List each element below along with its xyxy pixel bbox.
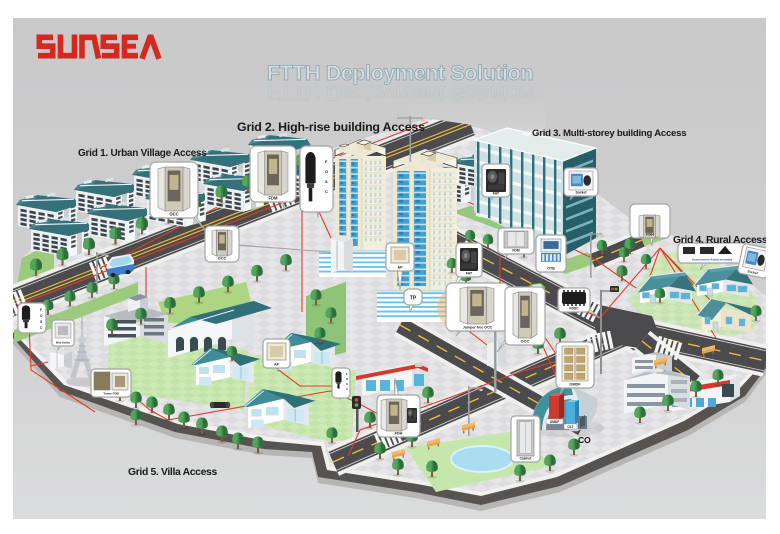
svg-text:OCC: OCC (169, 212, 178, 217)
svg-text:Jumper free OCC: Jumper free OCC (463, 326, 493, 330)
svg-text:FDH: FDH (395, 432, 403, 436)
svg-text:FDM: FDM (268, 196, 278, 201)
svg-text:FTTH Deployment Solution: FTTH Deployment Solution (267, 61, 533, 85)
svg-text:CO: CO (578, 435, 591, 445)
svg-text:TP: TP (410, 296, 417, 302)
svg-text:OMDF: OMDF (550, 420, 559, 424)
svg-text:F: F (346, 372, 348, 376)
svg-text:AP: AP (274, 363, 280, 367)
svg-text:C: C (325, 189, 328, 194)
svg-text:Grid 2. High-rise building Acc: Grid 2. High-rise building Access (237, 120, 425, 134)
svg-text:Grid 4. Rural Access: Grid 4. Rural Access (673, 235, 768, 246)
svg-text:FDSC: FDSC (569, 307, 579, 311)
svg-text:C: C (40, 326, 43, 330)
svg-text:OTB: OTB (547, 267, 555, 271)
svg-text:Socket: Socket (747, 269, 759, 275)
svg-text:S: S (40, 320, 42, 324)
svg-text:Cabinet: Cabinet (520, 457, 533, 461)
svg-text:FAT: FAT (493, 192, 500, 196)
svg-text:F: F (325, 159, 328, 164)
svg-text:Grid 1. Urban Village Access: Grid 1. Urban Village Access (78, 148, 207, 159)
svg-text:Accessories Aerial mounted: Accessories Aerial mounted (692, 258, 732, 262)
svg-text:O: O (325, 169, 328, 174)
svg-text:FDM: FDM (512, 249, 520, 253)
svg-text:AP: AP (398, 266, 404, 270)
svg-text:F: F (40, 308, 42, 312)
svg-text:O: O (40, 314, 43, 318)
svg-text:OMDF: OMDF (569, 383, 581, 387)
svg-text:O: O (346, 377, 349, 381)
svg-text:FAT: FAT (466, 272, 473, 276)
svg-text:S: S (325, 179, 328, 184)
svg-text:OCC: OCC (521, 339, 530, 344)
svg-text:OCC: OCC (218, 257, 227, 261)
svg-text:C: C (346, 387, 348, 391)
svg-text:Grid 5. Villa Access: Grid 5. Villa Access (128, 467, 217, 478)
svg-text:OLT: OLT (567, 425, 573, 429)
svg-text:S: S (346, 382, 348, 386)
svg-text:FDH: FDH (646, 233, 654, 237)
svg-text:Grid 3. Multi-storey building: Grid 3. Multi-storey building Access (532, 128, 686, 139)
svg-text:Socket: Socket (575, 191, 587, 195)
svg-text:FTTH Deployment Solution: FTTH Deployment Solution (267, 81, 533, 105)
svg-text:Mini shelter: Mini shelter (56, 342, 70, 345)
svg-text:Tower FDB: Tower FDB (103, 392, 119, 396)
